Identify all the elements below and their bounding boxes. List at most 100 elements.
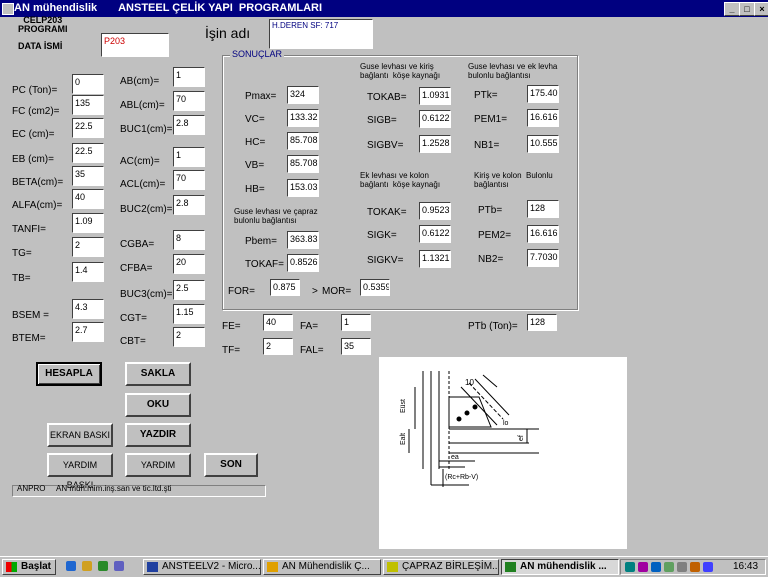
input-label-mid: ABL(cm)=: [120, 100, 165, 111]
result-field[interactable]: 16.616: [527, 225, 559, 243]
result-field[interactable]: 1.2528: [419, 135, 451, 153]
status-right: AN müh.mim.inş.san ve tic.ltd.şti: [56, 484, 172, 493]
fe-field[interactable]: 40: [263, 314, 293, 331]
result-field[interactable]: 175.40: [527, 85, 559, 103]
result-field[interactable]: 0.9523: [419, 202, 451, 220]
input-field-left[interactable]: 40: [72, 189, 104, 209]
ptb-ton-field[interactable]: 128: [527, 314, 557, 331]
result-label: SIGB=: [367, 115, 397, 126]
input-field-mid[interactable]: 2.8: [173, 115, 205, 135]
result-label: VC=: [245, 114, 265, 125]
mor-field[interactable]: 0.5359: [360, 279, 390, 296]
result-field[interactable]: 133.32: [287, 109, 319, 127]
result-field[interactable]: 324: [287, 86, 319, 104]
col2-head2: Ek levhası ve kolon bağlantı köşe kaynağ…: [360, 171, 441, 189]
save-button[interactable]: SAKLA: [125, 362, 191, 386]
tf-field[interactable]: 2: [263, 338, 293, 355]
input-field-mid[interactable]: 8: [173, 230, 205, 250]
task-capraz-birlesim[interactable]: ÇAPRAZ BİRLEŞİM...: [383, 559, 499, 575]
result-field[interactable]: 0.6122: [419, 110, 451, 128]
task-ansteel-word[interactable]: ANSTEELV2 - Micro...: [143, 559, 261, 575]
input-field-left[interactable]: 0: [72, 74, 104, 94]
input-field-mid[interactable]: 2.8: [173, 195, 205, 215]
help-print-button[interactable]: YARDIM BASKI: [47, 453, 113, 490]
print-button[interactable]: YAZDIR: [125, 423, 191, 447]
input-field-left[interactable]: 135: [72, 95, 104, 115]
tray-icon-6[interactable]: [690, 562, 700, 572]
input-label-left: TG=: [12, 248, 32, 259]
screen-print-button[interactable]: EKRAN BASKI: [47, 423, 113, 447]
result-field[interactable]: 0.8526: [287, 254, 319, 272]
input-field-mid[interactable]: 70: [173, 170, 205, 190]
input-field-left[interactable]: 4.3: [72, 299, 104, 319]
task-an-muhendislik-active[interactable]: AN mühendislik ...: [501, 559, 619, 575]
channels-icon[interactable]: [114, 561, 124, 571]
result-field[interactable]: 85.708: [287, 155, 319, 173]
input-field-left[interactable]: 1.09: [72, 213, 104, 233]
connection-drawing-panel: 10 Eüst Ealt ea lo ef (Rc+Rb-V): [379, 357, 627, 549]
tray-icon-5[interactable]: [677, 562, 687, 572]
result-field[interactable]: 1.0931: [419, 87, 451, 105]
result-label: SIGK=: [367, 230, 397, 241]
outlook-icon[interactable]: [82, 561, 92, 571]
input-label-mid: AC(cm)=: [120, 156, 160, 167]
status-strip: [12, 485, 266, 497]
result-field[interactable]: 85.708: [287, 132, 319, 150]
for-field[interactable]: 0.875: [270, 279, 300, 296]
result-label: TOKAK=: [367, 207, 407, 218]
input-field-left[interactable]: 2: [72, 237, 104, 257]
for-label: FOR=: [228, 286, 255, 297]
ptb-ton-label: PTb (Ton)=: [468, 321, 518, 332]
tray-icon-4[interactable]: [664, 562, 674, 572]
input-field-left[interactable]: 22.5: [72, 118, 104, 138]
result-field[interactable]: 153.03: [287, 179, 319, 197]
ie-icon[interactable]: [66, 561, 76, 571]
input-field-left[interactable]: 1.4: [72, 262, 104, 282]
input-field-left[interactable]: 35: [72, 166, 104, 186]
input-field-mid[interactable]: 20: [173, 254, 205, 274]
app-icon: [505, 562, 516, 572]
volume-icon[interactable]: [703, 562, 713, 572]
input-label-left: TANFI=: [12, 224, 46, 235]
col2-head1: Guse levhası ve kiriş bağlantı köşe kayn…: [360, 62, 441, 80]
help-button[interactable]: YARDIM: [125, 453, 191, 477]
input-label-mid: CFBA=: [120, 263, 153, 274]
desktop-icon[interactable]: [98, 561, 108, 571]
minimize-button[interactable]: _: [724, 2, 740, 16]
fal-label: FAL=: [300, 345, 324, 356]
result-field[interactable]: 363.83: [287, 231, 319, 249]
tray-icon-1[interactable]: [625, 562, 635, 572]
fe-label: FE=: [222, 321, 241, 332]
fa-field[interactable]: 1: [341, 314, 371, 331]
task-an-muhendislik-1[interactable]: AN Mühendislik Ç...: [263, 559, 381, 575]
exit-button[interactable]: SON: [204, 453, 258, 477]
input-field-left[interactable]: 22.5: [72, 143, 104, 163]
open-button[interactable]: OKU: [125, 393, 191, 417]
result-field[interactable]: 10.555: [527, 135, 559, 153]
close-button[interactable]: ×: [754, 2, 768, 16]
program-name: CELP203 PROGRAMI: [18, 15, 68, 34]
input-field-mid[interactable]: 2: [173, 327, 205, 347]
result-field[interactable]: 1.1321: [419, 250, 451, 268]
input-field-left[interactable]: 2.7: [72, 322, 104, 342]
result-field[interactable]: 0.6122: [419, 225, 451, 243]
input-field-mid[interactable]: 70: [173, 91, 205, 111]
result-field[interactable]: 16.616: [527, 109, 559, 127]
dim-ealt: Ealt: [400, 433, 407, 445]
input-field-mid[interactable]: 1: [173, 147, 205, 167]
tray-icon-3[interactable]: [651, 562, 661, 572]
input-field-mid[interactable]: 1: [173, 67, 205, 87]
calculate-button[interactable]: HESAPLA: [36, 362, 102, 386]
result-label: TOKAB=: [367, 92, 407, 103]
tray-icon-2[interactable]: [638, 562, 648, 572]
input-label-left: TB=: [12, 273, 31, 284]
job-name-field[interactable]: H.DEREN SF: 717: [269, 19, 373, 49]
result-field[interactable]: 7.7030: [527, 249, 559, 267]
fal-field[interactable]: 35: [341, 338, 371, 355]
result-field[interactable]: 128: [527, 200, 559, 218]
data-name-field[interactable]: P203: [101, 33, 169, 57]
maximize-button[interactable]: □: [739, 2, 755, 16]
input-field-mid[interactable]: 1.15: [173, 304, 205, 324]
input-field-mid[interactable]: 2.5: [173, 280, 205, 300]
start-button[interactable]: Başlat: [2, 559, 56, 575]
